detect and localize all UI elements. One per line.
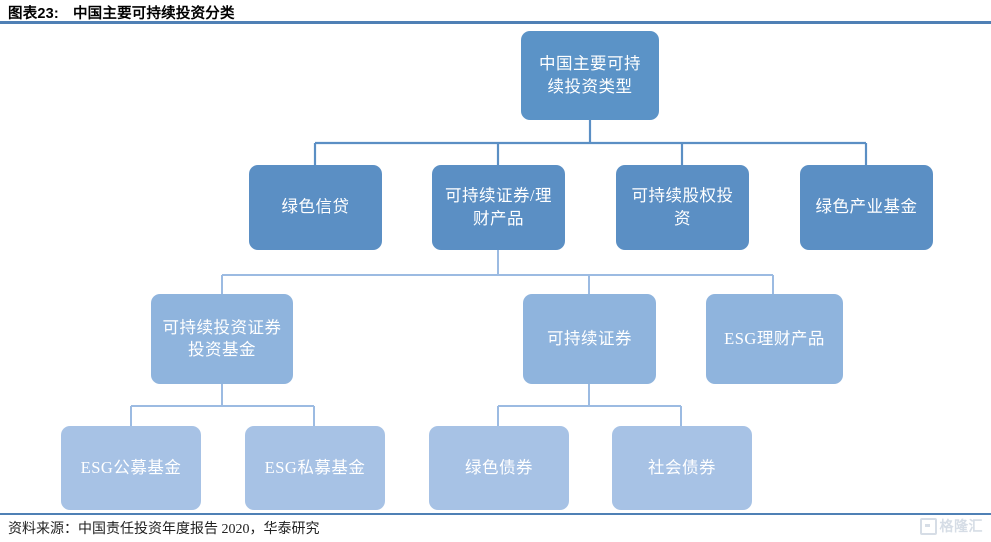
node-root[interactable]: 中国主要可持续投资类型 <box>521 31 659 120</box>
node-label: 可持续股权投资 <box>631 186 734 228</box>
figure-label: 图表23: <box>8 6 59 22</box>
watermark: 格隆汇 <box>919 516 984 536</box>
node-esg-private-fund[interactable]: ESG私募基金 <box>245 426 385 510</box>
node-label: ESG私募基金 <box>264 457 366 477</box>
header-divider <box>0 21 991 24</box>
watermark-logo-icon <box>919 517 937 535</box>
node-label: 社会债券 <box>648 457 716 477</box>
node-label: 中国主要可持续投资类型 <box>539 54 641 96</box>
node-label: 可持续证券/理财产品 <box>444 186 553 228</box>
footer-divider <box>0 513 991 515</box>
node-label: ESG理财产品 <box>724 328 825 348</box>
node-label: 可持续投资证券投资基金 <box>162 317 282 359</box>
node-green-bond[interactable]: 绿色债券 <box>429 426 569 510</box>
watermark-label: 格隆汇 <box>939 518 983 534</box>
node-label: ESG公募基金 <box>80 457 182 477</box>
node-label: 绿色产业基金 <box>815 197 918 217</box>
node-sustainable-securities-fund[interactable]: 可持续投资证券投资基金 <box>151 294 293 384</box>
node-label: 绿色信贷 <box>281 197 350 217</box>
node-esg-wealth-product[interactable]: ESG理财产品 <box>706 294 843 384</box>
node-label: 绿色债券 <box>465 457 533 477</box>
node-green-credit[interactable]: 绿色信贷 <box>249 165 382 250</box>
figure-title-text: 中国主要可持续投资分类 <box>72 6 235 22</box>
node-sustainable-securities-wealth[interactable]: 可持续证券/理财产品 <box>432 165 565 250</box>
node-sustainable-equity-investment[interactable]: 可持续股权投资 <box>616 165 749 250</box>
page-title: 图表23: 中国主要可持续投资分类 <box>8 2 235 23</box>
node-social-bond[interactable]: 社会债券 <box>612 426 752 510</box>
node-green-industry-fund[interactable]: 绿色产业基金 <box>800 165 933 250</box>
node-label: 可持续证券 <box>547 328 632 348</box>
node-sustainable-securities[interactable]: 可持续证券 <box>523 294 656 384</box>
node-esg-public-fund[interactable]: ESG公募基金 <box>61 426 201 510</box>
source-note: 资料来源：中国责任投资年度报告 2020，华泰研究 <box>8 522 320 537</box>
